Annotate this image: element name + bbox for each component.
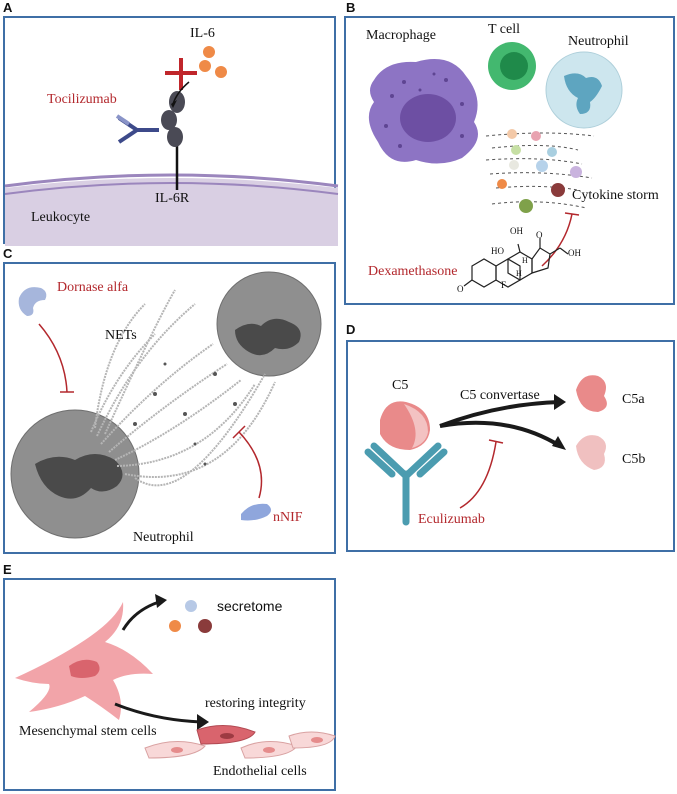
restoring-integrity-label: restoring integrity <box>205 696 306 711</box>
chem-o-label-1: O <box>536 230 543 240</box>
panel-d-letter: D <box>346 322 356 337</box>
nnif-protein <box>241 503 271 521</box>
panel-b-letter: B <box>346 0 356 15</box>
tocilizumab-label: Tocilizumab <box>47 92 117 107</box>
endothelial-cells <box>144 725 336 759</box>
il6-molecule-2 <box>199 60 211 72</box>
panel-c-diagram <box>10 271 322 539</box>
convertase-arrow-bottom <box>439 420 562 448</box>
c5-label: C5 <box>392 378 409 393</box>
dexamethasone-structure <box>463 238 569 288</box>
cytokine-streams <box>485 132 595 209</box>
macrophage-granules <box>384 72 464 148</box>
secretome-molecule-3 <box>198 619 212 633</box>
chem-o-label-2: O <box>457 284 464 294</box>
endothelial-cells-label: Endothelial cells <box>213 764 307 779</box>
dornase-alfa-protein <box>18 287 47 316</box>
panel-e: secretome restoring integrity Mesenchyma… <box>3 578 336 791</box>
panel-d: C5 C5 convertase C5a C5b Eculizumab <box>346 340 675 552</box>
eculizumab-inhibition <box>459 441 497 509</box>
panel-b: Macrophage T cell Neutrophil Cytokine st… <box>344 16 675 305</box>
chem-h-label-2: H <box>522 256 528 265</box>
nnif-label: nNIF <box>273 510 303 525</box>
nnif-inhibition <box>238 431 263 499</box>
il6-molecule-3 <box>215 66 227 78</box>
cytokine-balls <box>497 129 582 213</box>
eculizumab-antibody <box>364 442 448 526</box>
nets-label: NETs <box>105 328 137 343</box>
secretome-molecule-1 <box>185 600 197 612</box>
c5b-molecule <box>576 435 606 470</box>
c5-convertase-label: C5 convertase <box>460 388 540 403</box>
il6-molecule-1 <box>203 46 215 58</box>
panel-c: Dornase alfa NETs nNIF Neutrophil <box>3 262 336 554</box>
chem-oh-label-2: OH <box>568 248 581 258</box>
chem-ho-label: HO <box>491 246 504 256</box>
leukocyte-cell <box>5 178 338 246</box>
panel-b-diagram <box>368 42 623 288</box>
c5b-label: C5b <box>622 452 646 467</box>
leukocyte-membrane-outer <box>4 173 339 188</box>
restoring-arrow <box>114 702 202 724</box>
binding-arrow <box>172 81 190 105</box>
macrophage-label: Macrophage <box>366 28 436 43</box>
macrophage-nucleus <box>400 94 456 142</box>
convertase-arrow-top <box>439 400 561 428</box>
il6-label: IL-6 <box>190 26 215 41</box>
tcell-label: T cell <box>488 22 521 37</box>
net-granules <box>133 362 237 466</box>
neutrophil-nucleus-left <box>35 454 123 499</box>
il6r-label: IL-6R <box>155 191 190 206</box>
panel-e-letter: E <box>3 562 12 577</box>
dornase-inhibition <box>38 323 68 393</box>
neutrophil-nucleus-right <box>235 318 301 356</box>
block-cross <box>165 58 197 90</box>
leukocyte-membrane-inner <box>4 182 339 195</box>
msc-nucleus <box>69 659 100 678</box>
dornase-alfa-label: Dornase alfa <box>57 280 129 295</box>
il6r-domain-3 <box>167 127 183 147</box>
panel-a-diagram <box>4 46 339 246</box>
secretome-label: secretome <box>217 598 283 614</box>
eculizumab-label: Eculizumab <box>418 512 485 527</box>
panel-e-diagram <box>15 594 336 759</box>
dexamethasone-label: Dexamethasone <box>368 264 458 279</box>
secretome-molecule-2 <box>169 620 181 632</box>
il6r-domain-2 <box>161 110 177 130</box>
dexamethasone-inhibition <box>541 213 573 267</box>
chem-oh-label-1: OH <box>510 226 523 236</box>
c5a-molecule <box>576 375 607 412</box>
panel-a: IL-6 Tocilizumab IL-6R Leukocyte <box>3 16 339 246</box>
tocilizumab-antibody <box>115 114 159 144</box>
panel-a-letter: A <box>3 0 13 15</box>
neutrophil-label-c: Neutrophil <box>133 530 194 545</box>
chem-f-label: F <box>501 280 507 290</box>
chem-h-label-1: H <box>516 269 522 278</box>
neutrophil-label-b: Neutrophil <box>568 34 629 49</box>
panel-d-diagram <box>364 375 607 526</box>
cytokine-storm-label: Cytokine storm <box>572 188 659 203</box>
tcell-nucleus <box>500 52 528 80</box>
c5a-label: C5a <box>622 392 645 407</box>
net-strands <box>90 289 276 487</box>
msc-label: Mesenchymal stem cells <box>19 724 157 739</box>
neutrophil-nucleus-b <box>564 73 602 114</box>
leukocyte-label: Leukocyte <box>31 210 91 225</box>
secretome-arrow <box>121 600 160 631</box>
panel-c-letter: C <box>3 246 13 261</box>
